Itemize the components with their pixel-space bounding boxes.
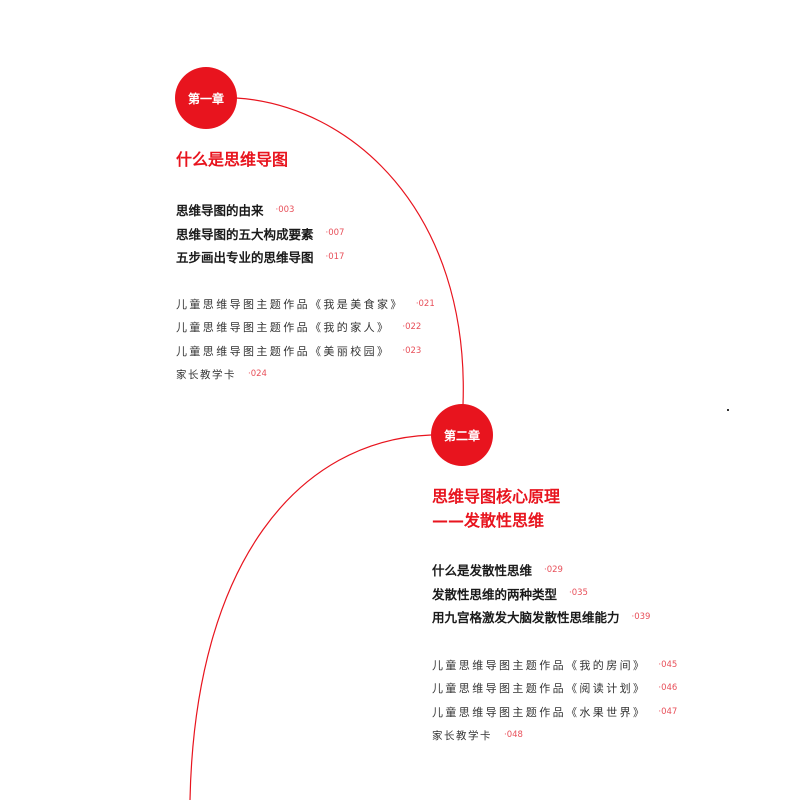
toc-entry-title: 家长教学卡 bbox=[176, 368, 236, 381]
toc-entry-page: 048 bbox=[504, 730, 523, 740]
toc-entry-title: 儿童思维导图主题作品《水果世界》 bbox=[432, 705, 647, 719]
chapter-1-main-list: 思维导图的由来 003 思维导图的五大构成要素 007 五步画出专业的思维导图 … bbox=[176, 198, 344, 269]
toc-entry-page: 024 bbox=[248, 369, 267, 379]
chapter-2-title-line-2: ——发散性思维 bbox=[432, 511, 545, 530]
chapter-1-title-line-1: 什么是思维导图 bbox=[176, 150, 289, 169]
toc-entry-title: 儿童思维导图主题作品《我的家人》 bbox=[176, 321, 391, 335]
chapter-1-badge-label: 第一章 bbox=[187, 91, 224, 106]
toc-entry[interactable]: 儿童思维导图主题作品《我的家人》 022 bbox=[176, 316, 435, 340]
toc-entry-page: 021 bbox=[416, 299, 435, 309]
toc-entry-title: 什么是发散性思维 bbox=[432, 563, 533, 579]
toc-entry[interactable]: 家长教学卡 024 bbox=[176, 363, 435, 387]
toc-entry-page: 017 bbox=[326, 252, 344, 262]
chapter-1-title: 什么是思维导图 bbox=[176, 148, 288, 172]
toc-entry-title: 五步画出专业的思维导图 bbox=[176, 250, 314, 266]
stray-dot-mark bbox=[727, 409, 729, 411]
toc-entry-page: 039 bbox=[632, 612, 650, 622]
chapter-1-badge: 第一章 bbox=[175, 67, 237, 129]
toc-entry-page: 035 bbox=[569, 588, 588, 598]
chapter-2-badge-label: 第二章 bbox=[443, 428, 480, 443]
toc-entry-page: 003 bbox=[276, 205, 294, 215]
toc-entry-title: 家长教学卡 bbox=[432, 729, 492, 742]
toc-entry[interactable]: 儿童思维导图主题作品《我是美食家》 021 bbox=[176, 292, 435, 316]
toc-entry-page: 022 bbox=[402, 322, 421, 332]
toc-entry-page: 046 bbox=[658, 683, 677, 693]
toc-entry[interactable]: 用九宫格激发大脑发散性思维能力 039 bbox=[432, 605, 650, 629]
toc-entry-title: 儿童思维导图主题作品《美丽校园》 bbox=[176, 344, 391, 358]
toc-entry-title: 儿童思维导图主题作品《我是美食家》 bbox=[176, 297, 404, 311]
chapter-2-title-line-1: 思维导图核心原理 bbox=[432, 487, 561, 506]
toc-entry-page: 023 bbox=[402, 346, 421, 356]
chapter-2-main-list: 什么是发散性思维 029 发散性思维的两种类型 035 用九宫格激发大脑发散性思… bbox=[432, 558, 650, 629]
toc-entry[interactable]: 儿童思维导图主题作品《我的房间》 045 bbox=[432, 653, 677, 677]
toc-entry-title: 思维导图的五大构成要素 bbox=[176, 226, 314, 242]
toc-entry[interactable]: 什么是发散性思维 029 bbox=[432, 558, 650, 582]
toc-entry-page: 047 bbox=[658, 707, 677, 717]
toc-entry-page: 045 bbox=[658, 660, 677, 670]
toc-entry[interactable]: 五步画出专业的思维导图 017 bbox=[176, 245, 344, 269]
toc-entry[interactable]: 思维导图的五大构成要素 007 bbox=[176, 222, 344, 246]
toc-entry[interactable]: 发散性思维的两种类型 035 bbox=[432, 582, 650, 606]
toc-entry-title: 发散性思维的两种类型 bbox=[432, 586, 558, 602]
toc-entry-page: 029 bbox=[544, 565, 563, 575]
chapter-connector-curve-2 bbox=[189, 434, 432, 800]
toc-entry-title: 用九宫格激发大脑发散性思维能力 bbox=[432, 610, 620, 626]
toc-entry[interactable]: 儿童思维导图主题作品《水果世界》 047 bbox=[432, 700, 677, 724]
toc-entry[interactable]: 儿童思维导图主题作品《美丽校园》 023 bbox=[176, 339, 435, 363]
toc-entry-title: 思维导图的由来 bbox=[176, 203, 264, 219]
chapter-2-badge: 第二章 bbox=[431, 404, 493, 466]
toc-entry[interactable]: 家长教学卡 048 bbox=[432, 724, 677, 748]
toc-entry[interactable]: 思维导图的由来 003 bbox=[176, 198, 344, 222]
toc-entry[interactable]: 儿童思维导图主题作品《阅读计划》 046 bbox=[432, 677, 677, 701]
chapter-2-sub-list: 儿童思维导图主题作品《我的房间》 045 儿童思维导图主题作品《阅读计划》 04… bbox=[432, 653, 677, 747]
toc-entry-title: 儿童思维导图主题作品《阅读计划》 bbox=[432, 682, 647, 696]
chapter-2-title: 思维导图核心原理 ——发散性思维 bbox=[432, 485, 560, 533]
toc-entry-page: 007 bbox=[326, 228, 344, 238]
chapter-1-sub-list: 儿童思维导图主题作品《我是美食家》 021 儿童思维导图主题作品《我的家人》 0… bbox=[176, 292, 435, 386]
toc-entry-title: 儿童思维导图主题作品《我的房间》 bbox=[432, 658, 647, 672]
